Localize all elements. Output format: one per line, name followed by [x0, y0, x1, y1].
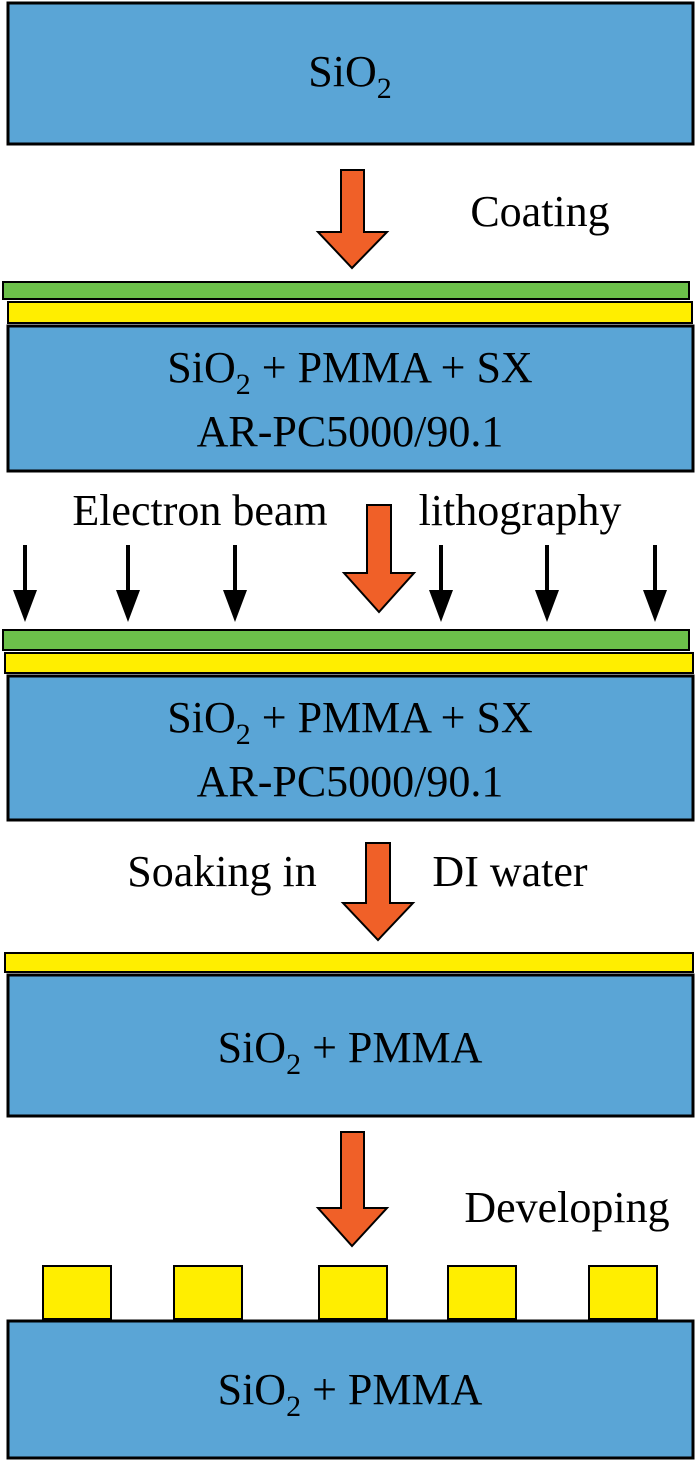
stage3-sx-layer	[2, 629, 690, 651]
stage1-label: SiO2	[308, 47, 391, 105]
stage3-label-line1: SiO2 + PMMA + SX	[167, 693, 532, 751]
stage2-label-line2: AR-PC5000/90.1	[197, 407, 504, 456]
develop-arrow	[315, 1131, 390, 1248]
stage5-label: SiO2 + PMMA	[218, 1365, 483, 1423]
pmma-pattern-block	[318, 1265, 388, 1320]
beam-arrow	[429, 545, 453, 622]
beam-arrow	[13, 545, 37, 622]
stage3-pmma-layer	[4, 652, 694, 674]
beam-arrow	[116, 545, 140, 622]
coating-arrow	[315, 169, 390, 270]
stage3-label-line2: AR-PC5000/90.1	[197, 757, 504, 806]
stage1-substrate	[6, 1, 695, 146]
stage5-substrate	[6, 1319, 695, 1460]
ebl-arrow	[341, 504, 417, 614]
stage4-label: SiO2 + PMMA	[218, 1023, 483, 1081]
electron-beam-arrows	[13, 545, 667, 622]
beam-arrow	[643, 545, 667, 622]
ebl-label-left: Electron beam	[72, 486, 327, 535]
stage5-pmma-patterns	[42, 1265, 658, 1320]
stage2-pmma-layer	[7, 301, 693, 324]
ebl-label-right: lithography	[419, 486, 622, 535]
beam-arrow	[223, 545, 247, 622]
develop-label: Developing	[464, 1183, 669, 1232]
beam-arrow	[535, 545, 559, 622]
stage2-label-line1: SiO2 + PMMA + SX	[167, 343, 532, 401]
soak-label-right: DI water	[432, 847, 587, 896]
stage4-pmma-layer	[4, 952, 694, 973]
pmma-pattern-block	[447, 1265, 517, 1320]
pmma-pattern-block	[588, 1265, 658, 1320]
stage4-substrate	[6, 973, 695, 1118]
soak-label-left: Soaking in	[127, 847, 316, 896]
soak-arrow	[340, 842, 416, 942]
stage2-sx-layer	[2, 281, 690, 300]
stage3-substrate	[6, 674, 695, 822]
pmma-pattern-block	[173, 1265, 243, 1320]
pmma-pattern-block	[42, 1265, 112, 1320]
stage2-substrate	[6, 324, 695, 473]
coating-label: Coating	[470, 187, 609, 236]
